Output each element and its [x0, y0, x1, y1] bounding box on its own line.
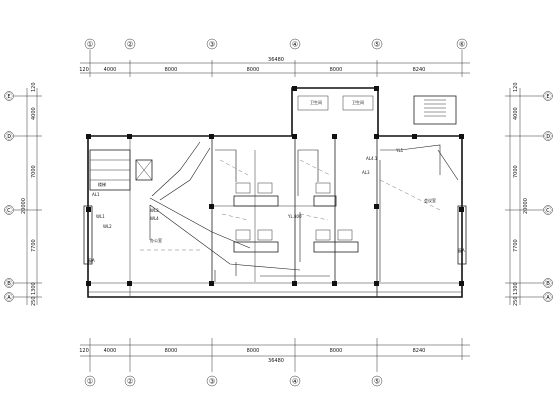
dim-segment: 120	[513, 82, 519, 92]
dim-total: 20000	[523, 198, 529, 214]
dim-segment: 120	[31, 82, 37, 92]
axis-bubble	[371, 38, 383, 50]
window-label: 窗A	[88, 257, 95, 263]
top-axis-row: ① ② ③ ④ ⑤ ⑥	[84, 38, 468, 50]
room-label: 卫生间	[310, 99, 322, 105]
window-label: 窗A	[458, 247, 465, 253]
dim-segment: 250	[31, 296, 37, 306]
room-label: 办公室	[150, 237, 162, 243]
dim-segment: 120	[79, 67, 89, 73]
dim-total: 36480	[268, 57, 284, 63]
axis-label: ⑥	[459, 41, 465, 49]
room-label: 会议室	[424, 197, 436, 203]
building-walls	[83, 87, 467, 298]
circuit-label: WL2	[103, 224, 112, 229]
axis-label: ②	[127, 378, 133, 386]
dim-total: 20000	[21, 198, 27, 214]
structural-columns	[86, 86, 464, 286]
circuit-label: AL1	[92, 192, 100, 197]
axis-label: Ⓐ	[545, 294, 552, 302]
dim-segment: 8000	[330, 348, 343, 354]
dim-segment: 8240	[413, 67, 426, 73]
stair-symbol	[424, 99, 446, 117]
axis-label: ⑤	[374, 378, 380, 386]
axis-label: Ⓑ	[6, 280, 13, 288]
dim-segment: 4000	[104, 348, 117, 354]
axis-bubble	[206, 38, 218, 50]
axis-label: Ⓓ	[545, 133, 552, 141]
circuit-label: WL4	[150, 216, 159, 221]
axis-label: Ⓒ	[545, 207, 552, 215]
axis-label: Ⓐ	[6, 294, 13, 302]
axis-bubble	[84, 38, 96, 50]
circuit-label: AL4.1	[366, 156, 378, 161]
axis-label: ①	[87, 378, 93, 386]
dim-segment: 8000	[247, 348, 260, 354]
axis-label: ④	[292, 378, 298, 386]
axis-label: ③	[209, 41, 215, 49]
axis-label: Ⓔ	[6, 93, 13, 101]
lighting-circuits	[140, 141, 459, 282]
right-axis-column: Ⓔ Ⓓ Ⓒ Ⓑ Ⓐ 20000 120 4000 7000 7700 1300 …	[505, 82, 553, 306]
dim-segment: 4000	[31, 107, 37, 120]
dim-segment: 250	[513, 296, 519, 306]
axis-label: ⑤	[374, 41, 380, 49]
axis-bubble	[456, 38, 468, 50]
axis-bubble	[124, 38, 136, 50]
dim-segment: 8000	[330, 67, 343, 73]
circuit-label: YL1	[395, 148, 404, 153]
room-label: 楼梯	[98, 181, 106, 187]
dim-segment: 8000	[165, 348, 178, 354]
dim-segment: 8000	[247, 67, 260, 73]
dim-segment: 120	[79, 348, 89, 354]
axis-label: Ⓔ	[545, 93, 552, 101]
toilet-fixtures	[233, 95, 374, 253]
dim-segment: 1300	[513, 282, 519, 295]
dim-segment: 7000	[513, 165, 519, 178]
dim-segment: 7000	[31, 165, 37, 178]
room-label: 卫生间	[352, 99, 364, 105]
axis-label: Ⓓ	[6, 133, 13, 141]
circuit-label: AL3	[362, 170, 370, 175]
left-axis-column: Ⓔ Ⓓ Ⓒ Ⓑ Ⓐ 20000 120 4000 7000 7700 1300 …	[4, 82, 42, 306]
circuit-label: WL1	[96, 214, 105, 219]
axis-label: Ⓒ	[6, 207, 13, 215]
top-dimensions: 36480 120 4000 8000 8000 8000 8240	[79, 50, 470, 77]
axis-label: ③	[209, 378, 215, 386]
axis-label: ①	[87, 41, 93, 49]
circuit-label: WL3	[150, 208, 159, 213]
dim-segment: 4000	[104, 67, 117, 73]
circuit-label: YL.800	[287, 214, 302, 219]
bottom-dimensions: 120 4000 8000 8000 8000 8240 36480	[79, 338, 470, 372]
axis-label: Ⓑ	[545, 280, 552, 288]
axis-label: ④	[292, 41, 298, 49]
axis-label: ②	[127, 41, 133, 49]
dim-segment: 8240	[413, 348, 426, 354]
dim-segment: 4000	[513, 107, 519, 120]
dim-segment: 8000	[165, 67, 178, 73]
axis-bubble	[289, 38, 301, 50]
dim-total: 36480	[268, 358, 284, 364]
dim-segment: 1300	[31, 282, 37, 295]
dim-segment: 7700	[31, 239, 37, 252]
bottom-axis-row: ① ② ③ ④ ⑤	[84, 375, 383, 387]
dim-segment: 7700	[513, 239, 519, 252]
